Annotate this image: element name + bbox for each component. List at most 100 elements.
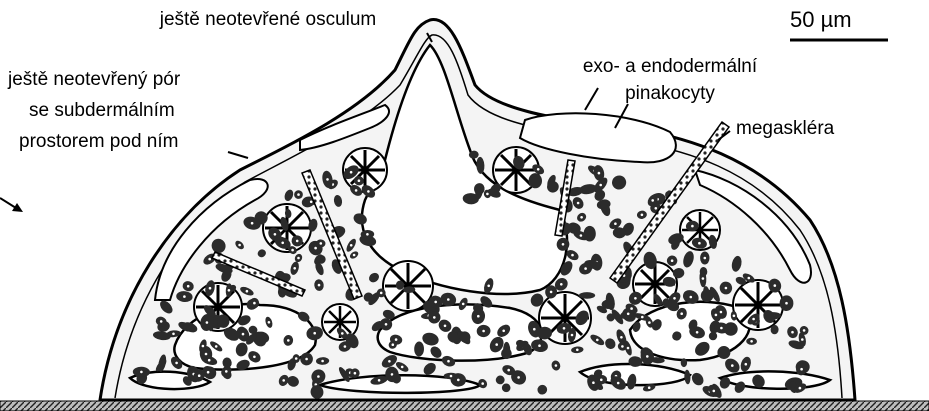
cell-nucleus: [205, 353, 208, 356]
cell-nucleus: [202, 345, 205, 348]
cell-nucleus: [321, 360, 324, 363]
cell-nucleus: [392, 343, 395, 346]
cell-nucleus: [801, 338, 804, 341]
cell-nucleus: [634, 297, 637, 300]
cell-nucleus: [648, 386, 651, 389]
cell-nucleus: [680, 312, 683, 315]
cell-nucleus: [555, 364, 558, 367]
cell-nucleus: [457, 379, 460, 382]
cell-nucleus: [715, 314, 718, 317]
cell-nucleus: [627, 313, 630, 316]
cell-nucleus: [577, 202, 580, 205]
cell-nucleus: [462, 303, 465, 306]
cell-nucleus: [481, 382, 484, 385]
cell-nucleus: [495, 343, 498, 346]
cell-nucleus: [562, 243, 565, 246]
label-pore-line-2: se subdermálním: [29, 99, 175, 122]
cell-nucleus: [274, 233, 277, 236]
cell-nucleus: [517, 376, 520, 379]
cell-nucleus: [691, 225, 694, 228]
cell-nucleus: [620, 336, 623, 339]
cell-nucleus: [160, 320, 163, 323]
cell-nucleus: [713, 390, 716, 393]
cell-nucleus: [447, 360, 450, 363]
cell-nucleus: [215, 345, 218, 348]
cell-nucleus: [748, 277, 751, 280]
cell-nucleus: [207, 371, 210, 374]
cell-nucleus: [560, 283, 563, 286]
cell-nucleus: [366, 233, 369, 236]
cell-nucleus: [282, 379, 285, 382]
cell-nucleus: [482, 330, 485, 333]
label-osculum: ještě neotevřené osculum: [118, 8, 418, 31]
cell-nucleus: [293, 267, 296, 270]
cell-nucleus: [314, 247, 317, 250]
cell-nucleus: [725, 287, 728, 290]
cell-nucleus: [344, 345, 347, 348]
cell-nucleus: [533, 328, 536, 331]
cell-nucleus: [225, 370, 228, 373]
cell-nucleus: [745, 363, 748, 366]
cell-nucleus: [671, 259, 674, 262]
cell-nucleus: [673, 297, 676, 300]
cell-nucleus: [690, 296, 693, 299]
cell-nucleus: [785, 302, 788, 305]
cell-nucleus: [750, 340, 753, 343]
cell-nucleus: [621, 345, 624, 348]
cell-nucleus: [720, 327, 723, 330]
cell-nucleus: [450, 375, 453, 378]
cell-nucleus: [599, 184, 602, 187]
arrow-icon: [0, 198, 23, 212]
cell-nucleus: [320, 242, 323, 245]
cell-nucleus: [733, 315, 736, 318]
cell-nucleus: [326, 178, 329, 181]
cell-nucleus: [206, 321, 209, 324]
cell-nucleus: [378, 379, 381, 382]
cell-nucleus: [296, 240, 299, 243]
cell-nucleus: [350, 171, 353, 174]
cell-nucleus: [198, 374, 201, 377]
cell-nucleus: [318, 284, 321, 287]
cell-nucleus: [172, 333, 175, 336]
cell-nucleus: [341, 332, 344, 335]
mesohyl-cell: [579, 292, 595, 299]
cell-nucleus: [486, 193, 489, 196]
cell-nucleus: [630, 307, 633, 310]
cell-nucleus: [655, 207, 658, 210]
cell-nucleus: [228, 289, 231, 292]
cell-nucleus: [310, 201, 313, 204]
cell-nucleus: [563, 327, 566, 330]
cell-nucleus: [576, 349, 579, 352]
cell-nucleus: [209, 287, 212, 290]
label-pore-line-3: prostorem pod ním: [19, 130, 178, 153]
pore-leader: [228, 152, 248, 158]
cell-nucleus: [651, 199, 654, 202]
cell-nucleus: [752, 318, 755, 321]
cell-nucleus: [641, 214, 644, 217]
cell-nucleus: [791, 331, 794, 334]
cell-nucleus: [350, 244, 353, 247]
cell-nucleus: [433, 316, 436, 319]
cell-nucleus: [401, 366, 404, 369]
cell-nucleus: [571, 334, 574, 337]
cell-nucleus: [268, 321, 271, 324]
cell-nucleus: [627, 347, 630, 350]
cell-nucleus: [251, 222, 254, 225]
cell-nucleus: [592, 381, 595, 384]
cell-nucleus: [238, 244, 241, 247]
cell-nucleus: [380, 292, 383, 295]
cell-nucleus: [596, 339, 599, 342]
cell-nucleus: [704, 257, 707, 260]
cell-nucleus: [580, 216, 583, 219]
cell-nucleus: [208, 258, 211, 261]
cell-nucleus: [571, 254, 574, 257]
cell-nucleus: [355, 189, 358, 192]
cell-nucleus: [253, 356, 256, 359]
label-pinacocytes-line-1: exo- a endodermální: [540, 55, 800, 78]
label-pore-line-1: ještě neotevřený pór: [8, 68, 180, 91]
cell-nucleus: [538, 344, 541, 347]
cell-nucleus: [477, 315, 480, 318]
cell-nucleus: [281, 242, 284, 245]
cell-nucleus: [617, 382, 620, 385]
cell-nucleus: [367, 190, 370, 193]
